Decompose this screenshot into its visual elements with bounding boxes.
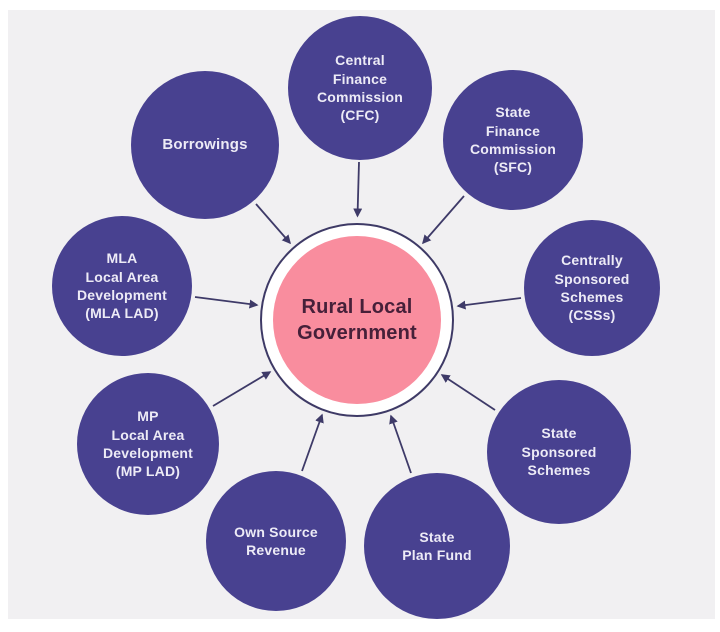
- node-mla-local-area-development: MLA Local Area Development (MLA LAD): [52, 216, 192, 356]
- node-mla-lad-label: MLA Local Area Development (MLA LAD): [76, 250, 168, 322]
- center-node-rural-local-government: Rural Local Government: [273, 236, 441, 404]
- node-borrowings: Borrowings: [131, 71, 279, 219]
- node-state-sponsored-label: State Sponsored Schemes: [521, 425, 597, 479]
- node-mp-local-area-development: MP Local Area Development (MP LAD): [77, 373, 219, 515]
- node-csss-label: Centrally Sponsored Schemes (CSSs): [554, 252, 630, 324]
- node-cfc-label: Central Finance Commission (CFC): [316, 52, 403, 124]
- center-node-label: Rural Local Government: [297, 296, 417, 344]
- node-central-finance-commission: Central Finance Commission (CFC): [288, 16, 432, 160]
- node-state-sponsored-schemes: State Sponsored Schemes: [487, 380, 631, 524]
- node-borrowings-label: Borrowings: [162, 136, 248, 154]
- node-mp-lad-label: MP Local Area Development (MP LAD): [102, 408, 194, 480]
- node-state-finance-commission: State Finance Commission (SFC): [443, 70, 583, 210]
- node-own-source-revenue: Own Source Revenue: [206, 471, 346, 611]
- node-own-source-label: Own Source Revenue: [234, 523, 318, 558]
- node-state-plan-label: State Plan Fund: [402, 528, 472, 563]
- node-centrally-sponsored-schemes: Centrally Sponsored Schemes (CSSs): [524, 220, 660, 356]
- center-node-ring: Rural Local Government: [260, 223, 454, 417]
- node-state-plan-fund: State Plan Fund: [364, 473, 510, 619]
- node-sfc-label: State Finance Commission (SFC): [469, 104, 556, 176]
